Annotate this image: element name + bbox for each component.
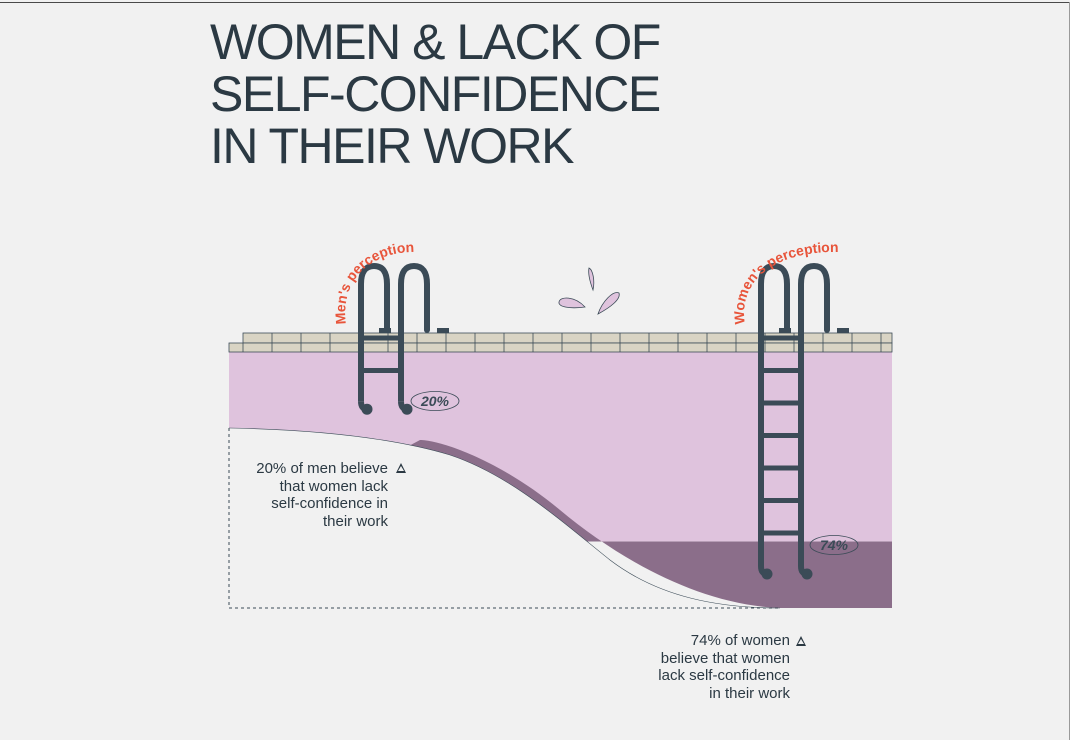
triangle-icon xyxy=(796,636,806,646)
pool-deck xyxy=(228,332,893,353)
ladder-men-foot-right xyxy=(401,403,413,415)
annotation-women-line-1: 74% of women xyxy=(690,632,790,649)
ladder-men-foot-left xyxy=(361,403,373,415)
ladder-men xyxy=(358,262,449,415)
splash-drop-left xyxy=(558,297,586,309)
annotation-men-line-3: self-confidence in xyxy=(271,495,388,512)
triangle-icon xyxy=(396,463,406,473)
annotation-women-line-2: believe that women xyxy=(660,649,790,667)
splash-drop-center xyxy=(588,267,595,292)
ladder-men-handrail-right xyxy=(398,262,430,333)
annotation-women-line-3: lack self-confidence xyxy=(658,667,790,684)
splash-drops xyxy=(558,267,620,315)
ladder-women-foot-right xyxy=(801,568,813,580)
deck-row-bottom xyxy=(228,342,893,353)
pool-outline-dashed xyxy=(228,428,780,609)
splash-drop-right xyxy=(597,292,620,315)
pool-floor xyxy=(229,428,780,608)
pool-floor-edge xyxy=(228,427,781,609)
ladder-women-handrail-right xyxy=(798,262,830,333)
annotation-women: 74% of women believe that women lack sel… xyxy=(610,632,790,702)
annotation-men-line-1: 20% of men believe xyxy=(256,460,388,477)
ladder-women-foot-left xyxy=(761,568,773,580)
ladder-women-mount-right xyxy=(837,328,849,333)
ladder-men-mount-left xyxy=(379,328,391,333)
title-line-2: SELF-CONFIDENCE xyxy=(210,66,661,122)
ladder-men-mount-right xyxy=(437,328,449,333)
value-label-men-badge xyxy=(410,391,460,411)
ladder-women-handrail-left xyxy=(758,262,790,333)
annotation-men-line-4: their work xyxy=(322,512,388,530)
title-line-3: IN THEIR WORK xyxy=(210,118,574,174)
page-title: WOMEN & LACK OF SELF-CONFIDENCE IN THEIR… xyxy=(210,14,661,174)
title-line-1: WOMEN & LACK OF xyxy=(210,14,661,70)
annotation-men: 20% of men believe that women lack self-… xyxy=(228,460,388,530)
value-label-women: 74% xyxy=(820,537,849,553)
value-label-women-badge xyxy=(809,535,859,555)
ladder-women-mount-left xyxy=(779,328,791,333)
ladder-women xyxy=(758,262,849,580)
top-border xyxy=(0,2,1070,3)
pool-water xyxy=(228,352,892,609)
value-label-men: 20% xyxy=(420,393,450,409)
annotation-men-line-2: that women lack xyxy=(279,477,388,495)
value-labels: 20% 74% xyxy=(410,391,859,555)
ladder-men-handrail-left xyxy=(358,262,390,333)
annotation-women-line-4: in their work xyxy=(709,684,790,702)
